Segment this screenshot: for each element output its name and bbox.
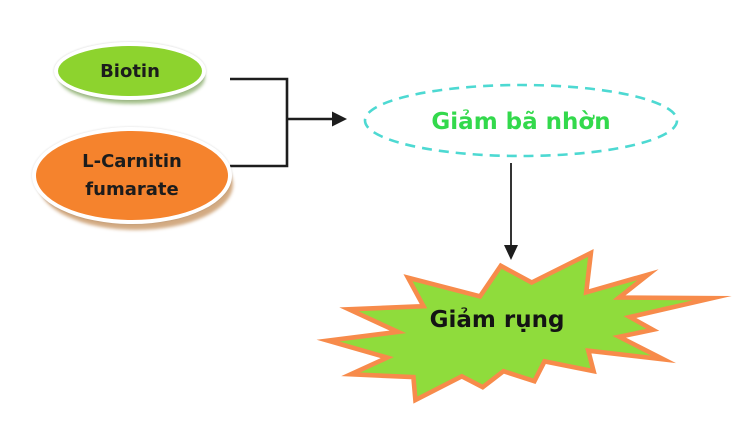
node-l-carnitin-label-line2: fumarate	[85, 178, 179, 200]
node-biotin: Biotin	[54, 42, 206, 100]
node-l-carnitin-label-line1: L-Carnitin	[82, 150, 182, 172]
merge-bracket-connector	[230, 77, 289, 168]
node-l-carnitin-fumarate: L-Carnitin fumarate	[32, 127, 232, 224]
sebum-reduction-label: Giảm bã nhờn	[431, 109, 611, 135]
arrow-down-head-icon	[504, 245, 518, 260]
hairloss-reduction-label: Giảm rụng	[429, 307, 565, 333]
node-biotin-label: Biotin	[100, 60, 160, 82]
sebum-ellipse-outline	[363, 83, 679, 158]
hairloss-starburst	[316, 249, 732, 404]
arrow-right-head-icon	[332, 111, 347, 127]
